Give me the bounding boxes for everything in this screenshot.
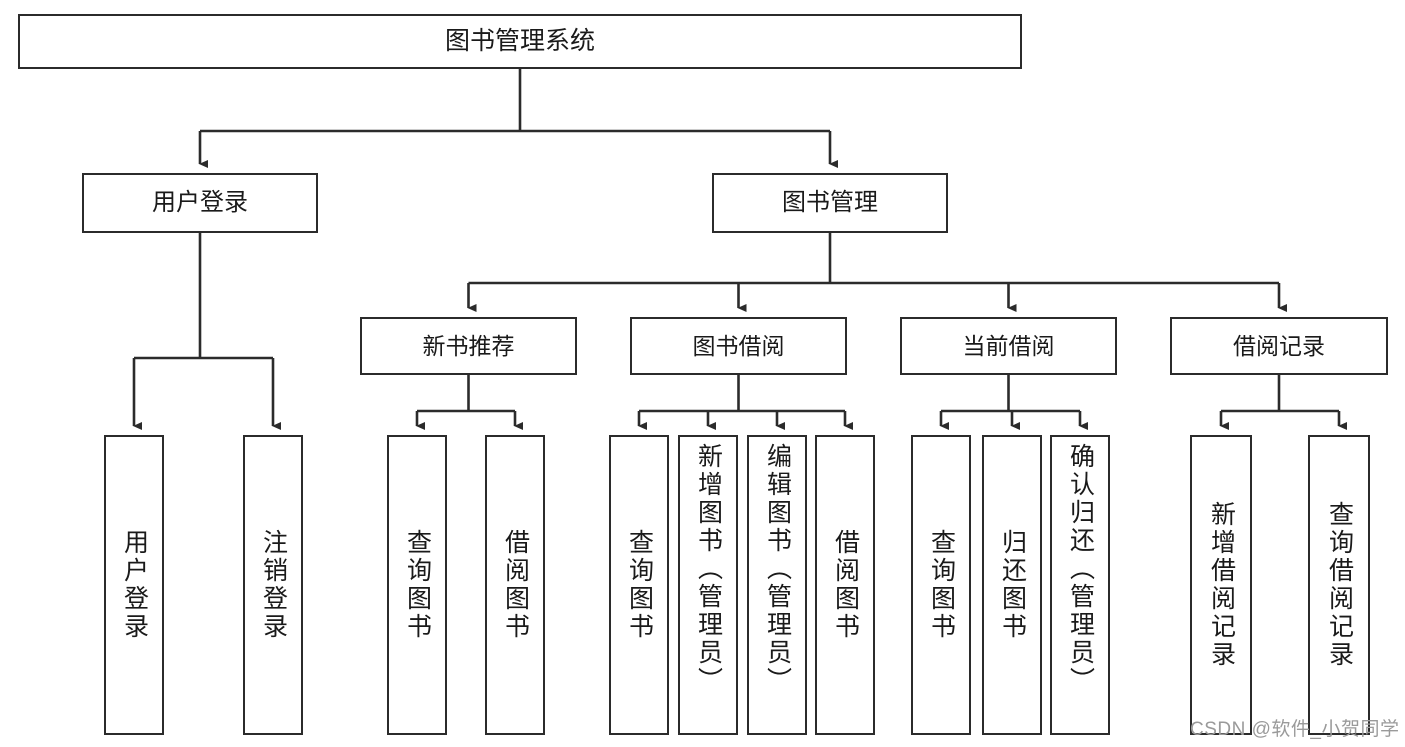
- node-root-label: 图书管理系统: [444, 27, 595, 56]
- node-leaf-query-book-3-label: 查询图书: [927, 529, 956, 641]
- node-root[interactable]: 图书管理系统: [18, 14, 1022, 69]
- node-leaf-borrow-book-2-label: 借阅图书: [831, 529, 860, 641]
- node-current-borrow[interactable]: 当前借阅: [900, 317, 1117, 375]
- node-user-login[interactable]: 用户登录: [82, 173, 318, 233]
- node-leaf-query-book-2-label: 查询图书: [625, 529, 654, 641]
- node-leaf-return-book[interactable]: 归还图书: [982, 435, 1042, 735]
- node-leaf-query-book-3[interactable]: 查询图书: [911, 435, 971, 735]
- node-user-login-label: 用户登录: [152, 189, 248, 217]
- node-borrow-record-label: 借阅记录: [1233, 332, 1325, 359]
- node-leaf-query-borrow-record[interactable]: 查询借阅记录: [1308, 435, 1370, 735]
- node-new-book-recommend-label: 新书推荐: [422, 332, 515, 359]
- csdn-watermark: CSDN @软件_小贺同学: [1190, 719, 1400, 740]
- node-leaf-confirm-return-label: 确认归还（管理员）: [1066, 443, 1095, 695]
- node-leaf-borrow-book-1[interactable]: 借阅图书: [485, 435, 545, 735]
- node-leaf-borrow-book-1-label: 借阅图书: [501, 529, 530, 641]
- node-leaf-confirm-return[interactable]: 确认归还（管理员）: [1050, 435, 1110, 735]
- node-leaf-user-logout-label: 注销登录: [259, 529, 288, 641]
- node-leaf-add-borrow-record[interactable]: 新增借阅记录: [1190, 435, 1252, 735]
- node-book-borrow-label: 图书借阅: [692, 332, 785, 359]
- node-leaf-edit-book[interactable]: 编辑图书（管理员）: [747, 435, 807, 735]
- node-book-manage[interactable]: 图书管理: [712, 173, 948, 233]
- node-leaf-edit-book-label: 编辑图书（管理员）: [763, 443, 792, 695]
- node-leaf-add-borrow-record-label: 新增借阅记录: [1207, 501, 1236, 669]
- node-leaf-user-login-label: 用户登录: [120, 529, 149, 641]
- node-leaf-borrow-book-2[interactable]: 借阅图书: [815, 435, 875, 735]
- node-leaf-return-book-label: 归还图书: [998, 529, 1027, 641]
- node-current-borrow-label: 当前借阅: [962, 332, 1055, 359]
- node-leaf-user-logout[interactable]: 注销登录: [243, 435, 303, 735]
- node-leaf-add-book[interactable]: 新增图书（管理员）: [678, 435, 738, 735]
- node-leaf-query-book-2[interactable]: 查询图书: [609, 435, 669, 735]
- node-leaf-query-book-1[interactable]: 查询图书: [387, 435, 447, 735]
- node-book-manage-label: 图书管理: [782, 189, 878, 217]
- node-borrow-record[interactable]: 借阅记录: [1170, 317, 1388, 375]
- node-book-borrow[interactable]: 图书借阅: [630, 317, 847, 375]
- node-leaf-add-book-label: 新增图书（管理员）: [694, 443, 723, 695]
- node-leaf-query-book-1-label: 查询图书: [403, 529, 432, 641]
- node-new-book-recommend[interactable]: 新书推荐: [360, 317, 577, 375]
- node-leaf-user-login[interactable]: 用户登录: [104, 435, 164, 735]
- node-leaf-query-borrow-record-label: 查询借阅记录: [1325, 501, 1354, 669]
